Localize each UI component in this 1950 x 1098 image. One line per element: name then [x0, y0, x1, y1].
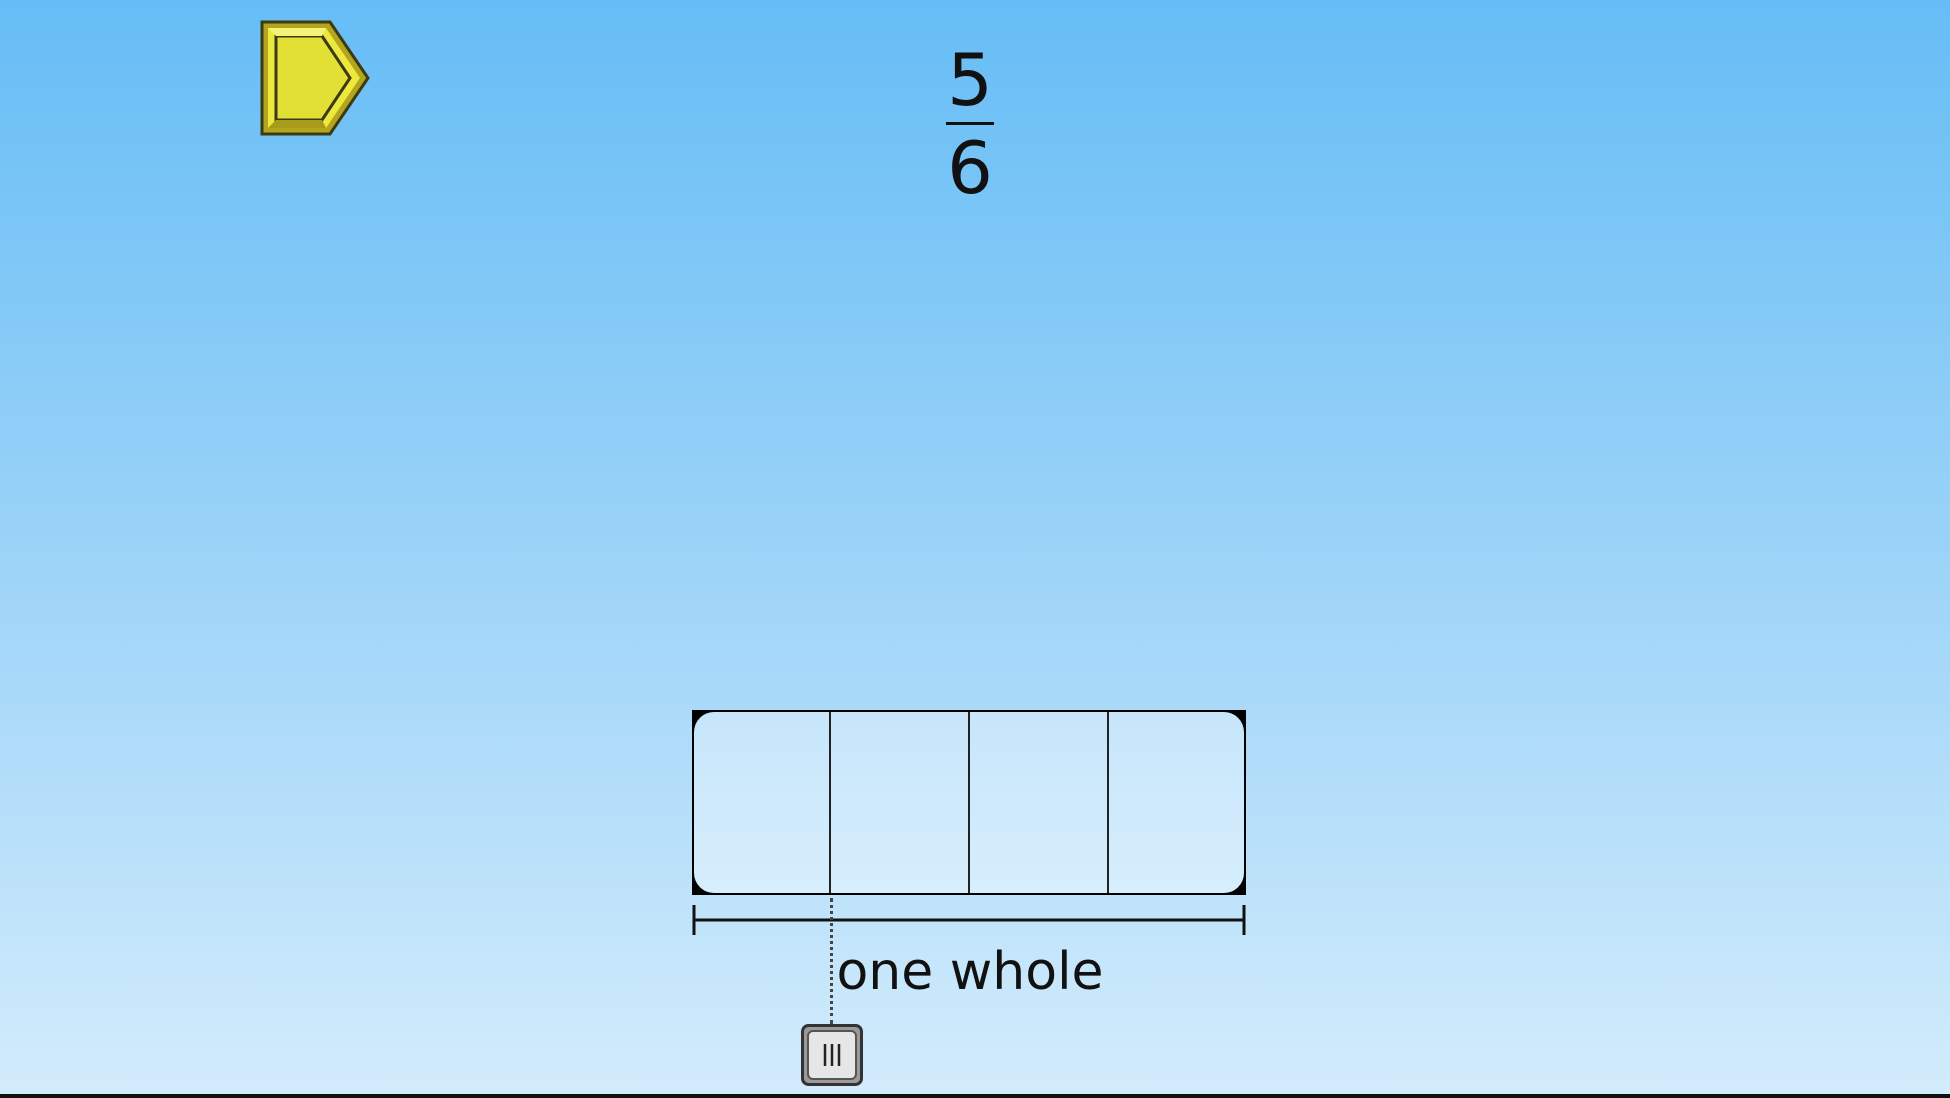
fraction-display: 5 6	[930, 40, 1010, 210]
partition-guide-line	[830, 898, 833, 1024]
part-divider	[968, 712, 970, 893]
partition-handle[interactable]	[801, 1024, 863, 1086]
fraction-denominator: 6	[947, 126, 993, 210]
bottom-border	[0, 1094, 1950, 1098]
part-divider	[829, 712, 831, 893]
part-divider	[1107, 712, 1109, 893]
partition-handle-icon	[801, 1024, 863, 1086]
next-button[interactable]	[260, 20, 372, 136]
one-whole-label: one whole	[836, 942, 1104, 1002]
next-arrow-icon	[260, 20, 370, 136]
fraction-bar	[946, 122, 994, 125]
fraction-bar-model	[692, 710, 1246, 895]
whole-bracket	[692, 905, 1246, 935]
fraction-numerator: 5	[947, 38, 993, 122]
